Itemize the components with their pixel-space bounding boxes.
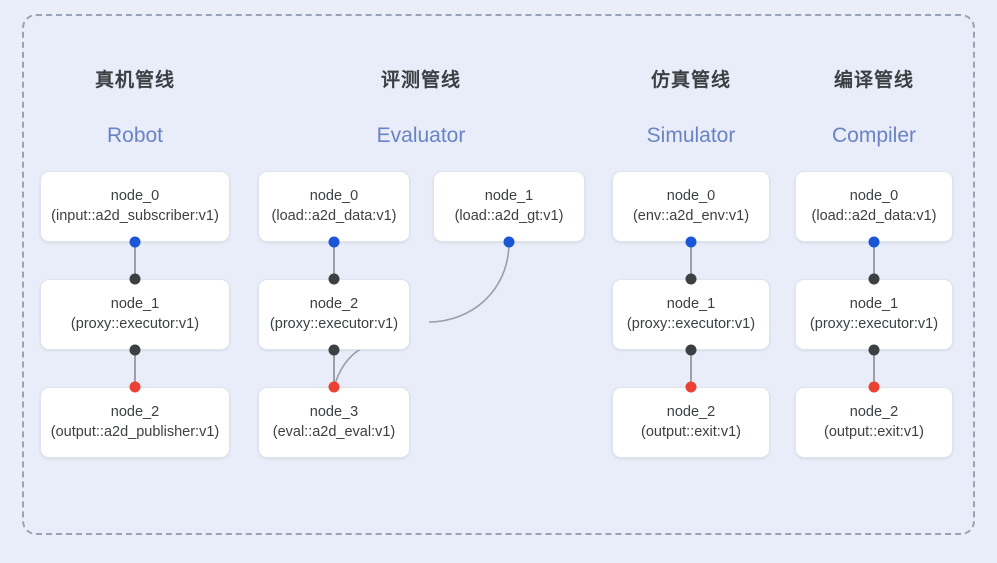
node-spec: (load::a2d_gt:v1) [454,208,564,224]
node-robot-1[interactable]: node_1 (proxy::executor:v1) [40,279,230,350]
port-in-evaluator-3[interactable] [328,381,340,393]
column-title-en-robot: Robot [106,124,164,147]
column-title-cn-robot: 真机管线 [94,70,176,91]
column-title-cn-simulator: 仿真管线 [650,70,732,91]
node-name: node_0 [666,188,716,204]
node-name: node_1 [484,188,534,204]
port-in-robot-2[interactable] [129,381,141,393]
column-title-cn-evaluator: 评测管线 [380,70,462,91]
column-title-cn-compiler: 编译管线 [833,70,915,91]
port-out-simulator-0[interactable] [685,236,697,248]
port-out-evaluator-1[interactable] [503,236,515,248]
port-in-simulator-2[interactable] [685,381,697,393]
node-evaluator-1[interactable]: node_1 (load::a2d_gt:v1) [433,171,585,242]
node-name: node_0 [309,188,359,204]
node-compiler-2[interactable]: node_2 (output::exit:v1) [795,387,953,458]
port-out-simulator-1[interactable] [685,344,697,356]
node-compiler-0[interactable]: node_0 (load::a2d_data:v1) [795,171,953,242]
port-out-compiler-1[interactable] [868,344,880,356]
column-title-en-simulator: Simulator [646,124,736,147]
node-robot-0[interactable]: node_0 (input::a2d_subscriber:v1) [40,171,230,242]
node-spec: (input::a2d_subscriber:v1) [51,208,219,224]
node-name: node_0 [110,188,160,204]
node-spec: (proxy::executor:v1) [809,316,939,332]
node-name: node_2 [849,404,899,420]
node-name: node_1 [110,296,160,312]
node-simulator-2[interactable]: node_2 (output::exit:v1) [612,387,770,458]
node-robot-2[interactable]: node_2 (output::a2d_publisher:v1) [40,387,230,458]
node-name: node_1 [666,296,716,312]
node-simulator-1[interactable]: node_1 (proxy::executor:v1) [612,279,770,350]
node-spec: (proxy::executor:v1) [70,316,200,332]
port-out-compiler-0[interactable] [868,236,880,248]
port-in-simulator-1[interactable] [685,273,697,285]
port-in-compiler-2[interactable] [868,381,880,393]
node-name: node_2 [666,404,716,420]
node-name: node_2 [309,296,359,312]
column-title-en-compiler: Compiler [831,124,917,147]
port-in-evaluator-2[interactable] [328,273,340,285]
node-spec: (load::a2d_data:v1) [811,208,937,224]
node-compiler-1[interactable]: node_1 (proxy::executor:v1) [795,279,953,350]
port-out-robot-0[interactable] [129,236,141,248]
node-evaluator-0[interactable]: node_0 (load::a2d_data:v1) [258,171,410,242]
node-spec: (proxy::executor:v1) [626,316,756,332]
port-out-evaluator-2[interactable] [328,344,340,356]
node-name: node_3 [309,404,359,420]
node-name: node_1 [849,296,899,312]
node-spec: (eval::a2d_eval:v1) [272,424,396,440]
node-name: node_2 [110,404,160,420]
port-in-compiler-1[interactable] [868,273,880,285]
port-out-robot-1[interactable] [129,344,141,356]
node-name: node_0 [849,188,899,204]
column-title-en-evaluator: Evaluator [376,124,466,147]
node-evaluator-3[interactable]: node_3 (eval::a2d_eval:v1) [258,387,410,458]
port-in-robot-1[interactable] [129,273,141,285]
node-spec: (output::exit:v1) [824,424,924,440]
node-spec: (env::a2d_env:v1) [632,208,750,224]
node-evaluator-2[interactable]: node_2 (proxy::executor:v1) [258,279,410,350]
node-spec: (output::exit:v1) [641,424,741,440]
port-out-evaluator-0[interactable] [328,236,340,248]
node-spec: (output::a2d_publisher:v1) [50,424,220,440]
node-spec: (load::a2d_data:v1) [271,208,397,224]
node-simulator-0[interactable]: node_0 (env::a2d_env:v1) [612,171,770,242]
node-spec: (proxy::executor:v1) [269,316,399,332]
